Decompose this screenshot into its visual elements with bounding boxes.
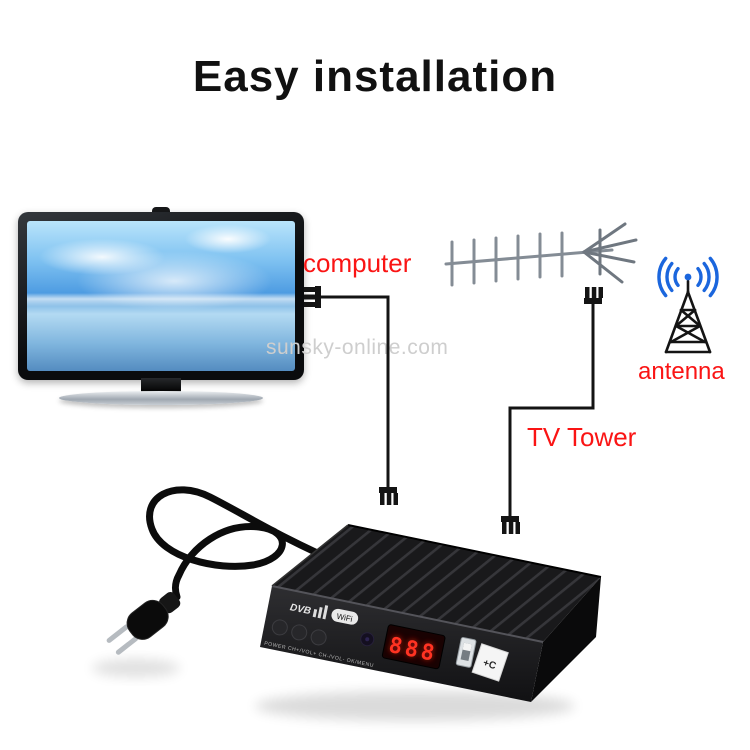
tv-stand-neck	[141, 378, 181, 393]
box-top-face	[272, 525, 601, 642]
usb-port	[455, 637, 477, 668]
channel-button	[291, 624, 308, 641]
signal-waves-icon	[657, 256, 719, 298]
connector-box-rf-in-icon	[379, 487, 398, 505]
box-shadow	[255, 691, 575, 721]
tv-webcam	[152, 207, 170, 215]
power-button	[271, 619, 288, 636]
connector-computer-icon	[304, 286, 321, 308]
usb-type-label: +C	[471, 643, 509, 682]
cable-computer	[304, 286, 398, 505]
plug-shadow	[92, 659, 180, 677]
watermark: sunsky-online.com	[266, 336, 449, 359]
label-computer: computer	[303, 248, 412, 278]
tv-screen	[27, 221, 295, 371]
wifi-badge-label: WiFi	[336, 612, 354, 624]
tv-stand-base	[59, 391, 263, 405]
label-antenna: antenna	[638, 358, 725, 385]
wifi-badge	[331, 608, 359, 625]
cable-antenna	[501, 287, 603, 534]
power-plug-icon	[106, 591, 181, 655]
connector-box-ant-in-icon	[501, 516, 520, 534]
signal-bars-icon	[312, 605, 329, 620]
led-display	[381, 624, 446, 670]
power-cable	[146, 486, 342, 601]
usb-type-label-text: +C	[481, 658, 497, 673]
tv-bezel	[18, 212, 304, 380]
signal-dot	[684, 273, 692, 281]
radio-tower-icon	[657, 256, 719, 354]
ir-sensor-dot	[365, 637, 370, 642]
label-tv-tower: TV Tower	[527, 422, 637, 452]
tv	[18, 207, 304, 408]
menu-button	[310, 629, 327, 646]
panel-buttons	[271, 619, 327, 646]
brand-logo: DVB	[289, 602, 312, 617]
yagi-antenna-icon	[444, 222, 638, 287]
connector-antenna-icon	[584, 287, 603, 304]
page-title: Easy installation	[192, 52, 558, 101]
box-side-face	[531, 577, 601, 702]
